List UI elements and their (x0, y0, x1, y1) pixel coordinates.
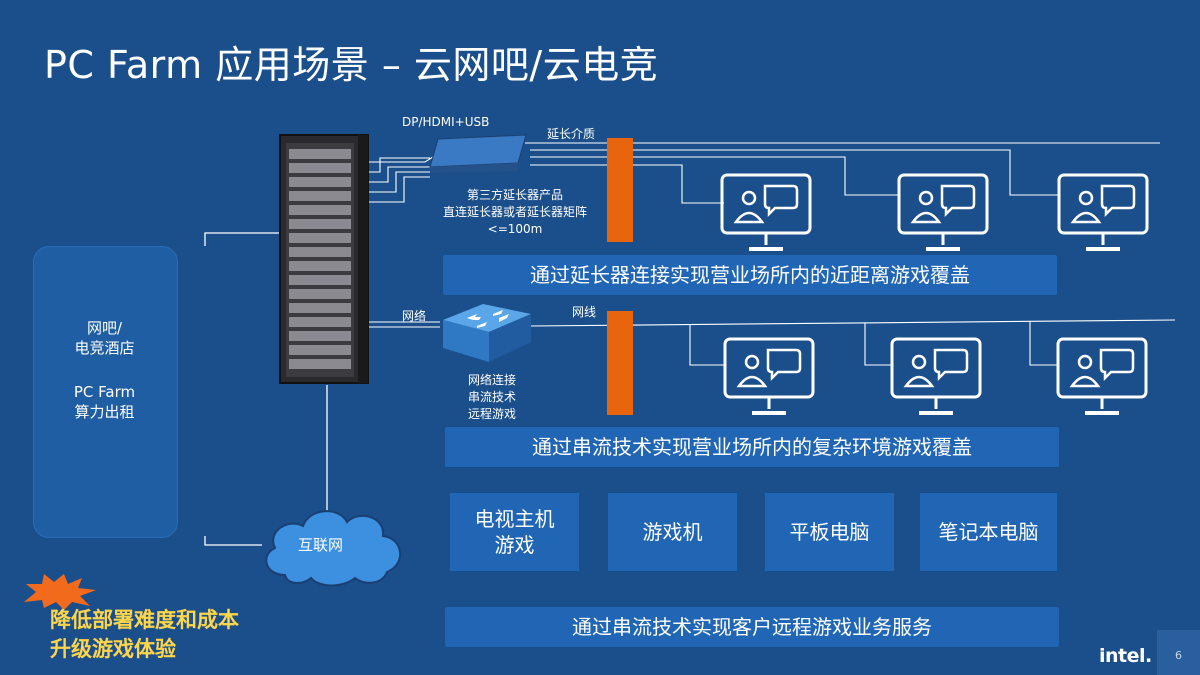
extender-banner: 通过延长器连接实现营业场所内的近距离游戏覆盖 (443, 255, 1057, 295)
monitor-user-chat-icon (1057, 173, 1149, 251)
remote-banner: 通过串流技术实现客户远程游戏业务服务 (445, 607, 1059, 647)
lan-cable-label: 网线 (572, 305, 597, 319)
cloud-icon (265, 510, 402, 587)
page-title: PC Farm 应用场景 – 云网吧/云电竞 (44, 43, 659, 87)
page-number: 6 (1157, 630, 1200, 675)
device-tablet: 平板电脑 (765, 493, 894, 571)
extender-description: 第三方延长器产品 直连延长器或者延长器矩阵 <=100m (442, 188, 587, 236)
device-tv-console: 电视主机 游戏 (450, 493, 579, 571)
monitor-user-chat-icon (723, 337, 815, 415)
monitor-user-chat-icon (897, 173, 989, 251)
intel-logo: intel. (1099, 645, 1152, 667)
extender-device-icon (429, 134, 527, 173)
starburst-icon (24, 574, 96, 610)
device-laptop: 笔记本电脑 (920, 493, 1057, 571)
dp-hdmi-usb-label: DP/HDMI+USB (402, 115, 490, 129)
device-game-console: 游戏机 (608, 493, 737, 571)
monitor-user-chat-icon (1056, 337, 1148, 415)
network-switch-icon (443, 304, 531, 362)
venue-label: 网吧/ 电竞酒店 (74, 319, 135, 357)
streaming-banner: 通过串流技术实现营业场所内的复杂环境游戏覆盖 (445, 427, 1059, 467)
network-label: 网络 (402, 309, 427, 323)
venue-panel (33, 246, 178, 538)
extension-medium-bar (607, 138, 633, 242)
extension-medium-label: 延长介质 (547, 127, 596, 141)
server-rack-icon (279, 134, 369, 384)
pc-farm-label: PC Farm 算力出租 (73, 383, 136, 421)
monitor-user-chat-icon (720, 173, 812, 251)
network-description: 网络连接 串流技术 远程游戏 (467, 373, 516, 421)
benefit-text: 降低部署难度和成本 升级游戏体验 (50, 608, 239, 661)
lan-cable-bar (607, 311, 633, 415)
monitor-user-chat-icon (890, 337, 982, 415)
internet-label: 互联网 (298, 536, 344, 554)
